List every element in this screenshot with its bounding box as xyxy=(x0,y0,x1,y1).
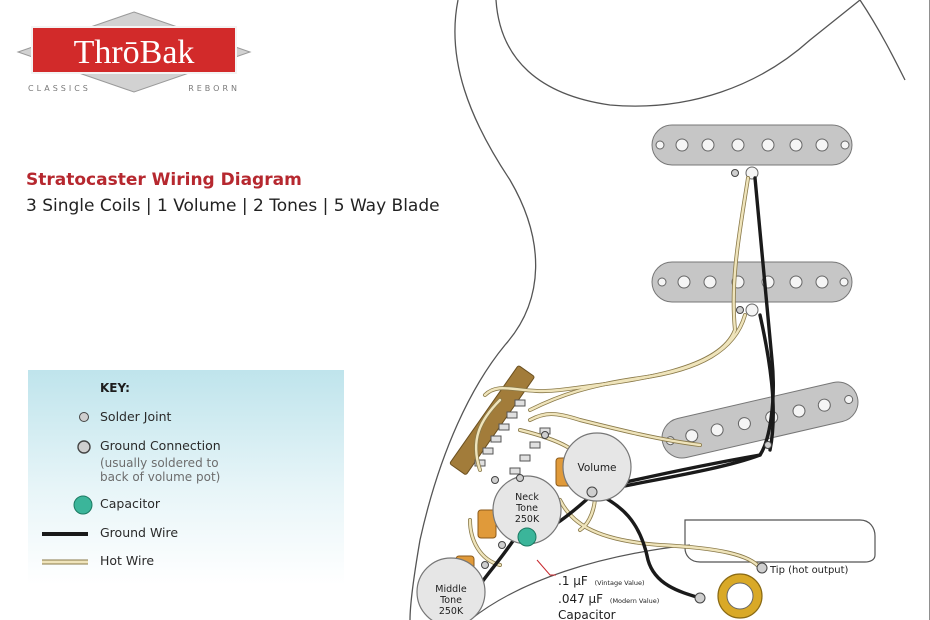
key-label-ground-wire: Ground Wire xyxy=(100,525,179,540)
output-jack xyxy=(694,562,768,619)
cap-note-1: (Vintage Value) xyxy=(595,579,645,587)
ground-wire-icon xyxy=(42,532,88,536)
key-title: KEY: xyxy=(100,381,130,395)
middle-tone-pot: Middle Tone 250K xyxy=(416,555,486,620)
pickguard-outline xyxy=(409,0,930,620)
key-label-capacitor: Capacitor xyxy=(100,496,161,511)
pickguard-top-edge xyxy=(495,0,861,107)
middle-tone-name: Middle xyxy=(435,584,467,595)
neck-tone-name2: Tone xyxy=(515,503,538,514)
key-item-ground-connection: Ground Connection xyxy=(28,436,344,456)
cap-label: Capacitor xyxy=(558,608,616,620)
key-item-capacitor: Capacitor xyxy=(28,494,344,515)
logo-tagline-right: REBORN xyxy=(188,84,240,93)
key-item-ground-wire: Ground Wire xyxy=(28,523,344,543)
logo-brand: ThrōBak xyxy=(74,34,195,71)
logo-tagline: CLASSICS REBORN xyxy=(28,84,240,93)
five-way-switch xyxy=(449,365,551,475)
pickguard-lower-curve xyxy=(469,544,691,620)
middle-tone-name2: Tone xyxy=(439,595,462,606)
output-jack-label: Tip (hot output) xyxy=(769,565,849,576)
bridge-pickup xyxy=(661,381,859,459)
capacitor-icon xyxy=(517,527,537,547)
logo-tagline-left: CLASSICS xyxy=(28,84,91,93)
pickguard-cavity xyxy=(684,519,876,563)
solder-joints xyxy=(481,169,772,569)
cap-value-1: .1 µF (Vintage Value) xyxy=(558,574,645,588)
pickguard-inner-edge xyxy=(859,0,906,81)
cap-value-2: .047 µF (Modern Value) xyxy=(558,592,659,606)
neck-pickup xyxy=(651,124,853,180)
throbak-logo: ThrōBak xyxy=(16,11,252,93)
ground-connection-icon xyxy=(77,440,91,454)
cap-note-2: (Modern Value) xyxy=(610,597,659,605)
key-label-ground-connection: Ground Connection xyxy=(100,438,221,453)
neck-tone-pot: Neck Tone 250K xyxy=(477,475,562,545)
key-item-solder-joint: Solder Joint xyxy=(28,407,344,427)
logo-banner xyxy=(31,26,237,74)
middle-pickup xyxy=(651,261,853,317)
key-panel: KEY: Solder Joint Ground Connection (usu… xyxy=(28,370,344,585)
key-label-solder-joint: Solder Joint xyxy=(100,409,172,424)
hot-wires xyxy=(468,176,762,570)
key-note-ground-connection: (usually soldered to back of volume pot) xyxy=(100,456,221,484)
hot-wire-icon xyxy=(42,559,88,565)
key-label-hot-wire: Hot Wire xyxy=(100,553,155,568)
title-block: Stratocaster Wiring Diagram 3 Single Coi… xyxy=(26,170,440,216)
key-item-hot-wire: Hot Wire xyxy=(28,551,344,571)
neck-tone-value: 250K xyxy=(515,514,540,525)
solder-joint-icon xyxy=(79,412,89,422)
capacitor-callout xyxy=(536,559,556,576)
middle-tone-value: 250K xyxy=(439,606,464,617)
capacitor-key-icon xyxy=(73,495,93,515)
diagram-subtitle: 3 Single Coils | 1 Volume | 2 Tones | 5 … xyxy=(26,196,440,216)
neck-tone-name: Neck xyxy=(515,492,539,503)
diagram-title: Stratocaster Wiring Diagram xyxy=(26,170,302,190)
volume-pot: Volume xyxy=(555,432,632,502)
volume-pot-label: Volume xyxy=(577,462,616,474)
